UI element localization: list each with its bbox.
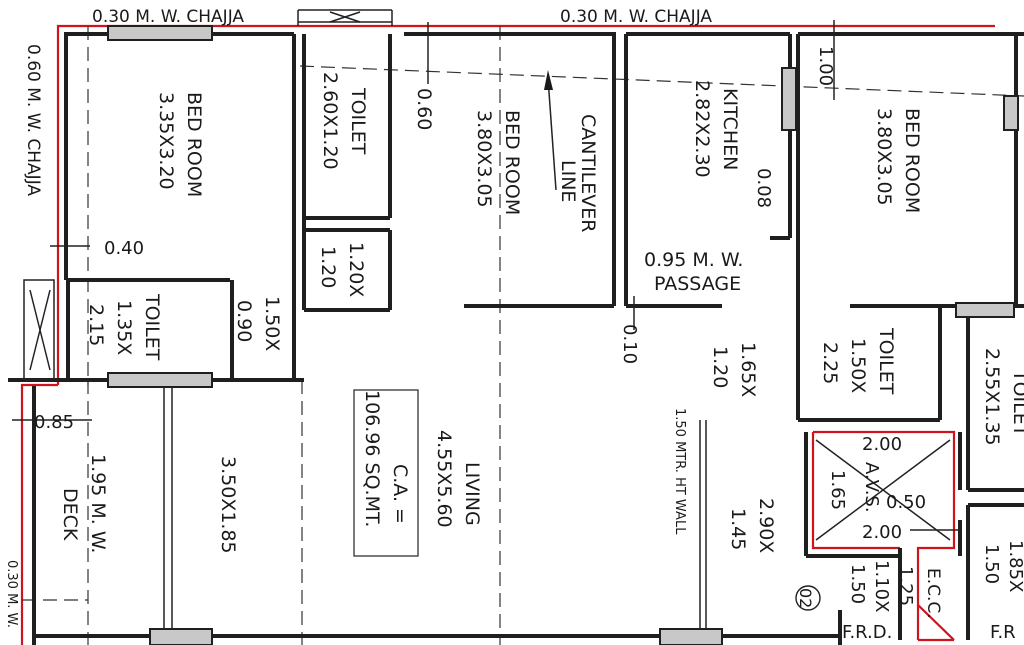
kitchen-name: KITCHEN (719, 88, 741, 170)
avs-bottom-dimension: 2.00 (862, 522, 902, 543)
bed-room-2-name: BED ROOM (501, 110, 523, 215)
right-unit-size-b: 1.50 (981, 544, 1002, 584)
passage-label-line-2: PASSAGE (654, 273, 741, 295)
dimension-085: 0.85 (34, 412, 74, 433)
windows (107, 25, 1019, 645)
bed-room-1-size: 3.35X3.20 (155, 92, 177, 190)
store-size-a: 2.90X (755, 498, 777, 553)
cantilever-label-line-2: LINE (557, 160, 579, 202)
frd-size-a: 1.10X (871, 560, 892, 612)
dimension-060: 0.60 (413, 88, 435, 130)
chajja-left-label: 0.60 M. W. CHAJJA (23, 44, 43, 196)
avs-top-dimension: 2.00 (862, 434, 902, 455)
dimension-125: 1.25 (895, 566, 916, 606)
carpet-area-value: 106.96 SQ.MT. (361, 390, 383, 527)
toilet-2-name: TOILET (141, 293, 163, 361)
deck-label-line-2: DECK (59, 488, 81, 541)
living-size: 4.55X5.60 (433, 430, 455, 528)
deck-size: 3.50X1.85 (217, 456, 239, 554)
toilet-1-name: TOILET (347, 87, 369, 155)
toilet-4-size: 2.55X1.35 (981, 348, 1003, 446)
chajja-top-right-label: 0.30 M. W. CHAJJA (560, 7, 712, 27)
small-room-size-b: 1.20 (317, 246, 339, 288)
toilet-3-size-a: 1.50X (847, 338, 869, 393)
right-unit-size-a: 1.85X (1005, 540, 1024, 592)
deck-label-line-1: 1.95 M. W. (87, 454, 109, 553)
avs-side-dimension: 1.65 (827, 470, 848, 510)
toilet-2-size-b: 2.15 (85, 304, 107, 346)
cantilever-label-line-1: CANTILEVER (577, 114, 599, 232)
chajja-bottom-left-label: 0.30 M. W. (4, 560, 19, 628)
lobby-size-b: 0.90 (233, 300, 255, 342)
plot-boundary (20, 24, 995, 645)
frd-label: F.R.D. (842, 622, 892, 643)
toilet-4-name: TOILET (1009, 369, 1024, 437)
toilet-3-size-b: 2.25 (819, 342, 841, 384)
avs-dimension-050: 0.50 (886, 492, 926, 513)
bed-room-3-name: BED ROOM (901, 108, 923, 213)
hall-size-a: 1.65X (737, 342, 759, 397)
bed-room-2-size: 3.80X3.05 (473, 110, 495, 208)
detail-lines (12, 9, 960, 636)
dimension-100: 1.00 (815, 46, 836, 86)
dimension-010: 0.10 (619, 324, 640, 364)
kitchen-size: 2.82X2.30 (691, 80, 713, 178)
frd-size-b: 1.50 (847, 564, 868, 604)
right-unit-frd: F.R (990, 622, 1016, 643)
flat-number: 02 (796, 588, 815, 608)
passage-label-line-1: 0.95 M. W. (644, 249, 743, 271)
carpet-area-label: C.A. = (389, 464, 411, 524)
bed-room-3-size: 3.80X3.05 (873, 108, 895, 206)
living-name: LIVING (461, 462, 483, 526)
hall-size-b: 1.20 (709, 346, 731, 388)
small-room-size-a: 1.20X (345, 242, 367, 297)
bed-room-1-name: BED ROOM (183, 92, 205, 197)
carpet-area-box (353, 389, 419, 557)
chajja-top-left-label: 0.30 M. W. CHAJJA (92, 7, 244, 27)
toilet-2-size-a: 1.35X (113, 300, 135, 355)
flat-number-circle (795, 585, 821, 611)
dimension-008: 0.08 (753, 168, 774, 208)
ecc-label: E.C.C. (923, 568, 943, 619)
dimension-040: 0.40 (104, 238, 144, 259)
lobby-size-a: 1.50X (261, 296, 283, 351)
avs-name: A.V.S. (861, 462, 882, 513)
cantilever-lines (22, 26, 1024, 645)
ht-wall-label: 1.50 MTR. HT WALL (672, 408, 687, 535)
store-size-b: 1.45 (727, 508, 749, 550)
toilet-3-name: TOILET (875, 327, 897, 395)
toilet-1-size: 2.60X1.20 (319, 72, 341, 170)
